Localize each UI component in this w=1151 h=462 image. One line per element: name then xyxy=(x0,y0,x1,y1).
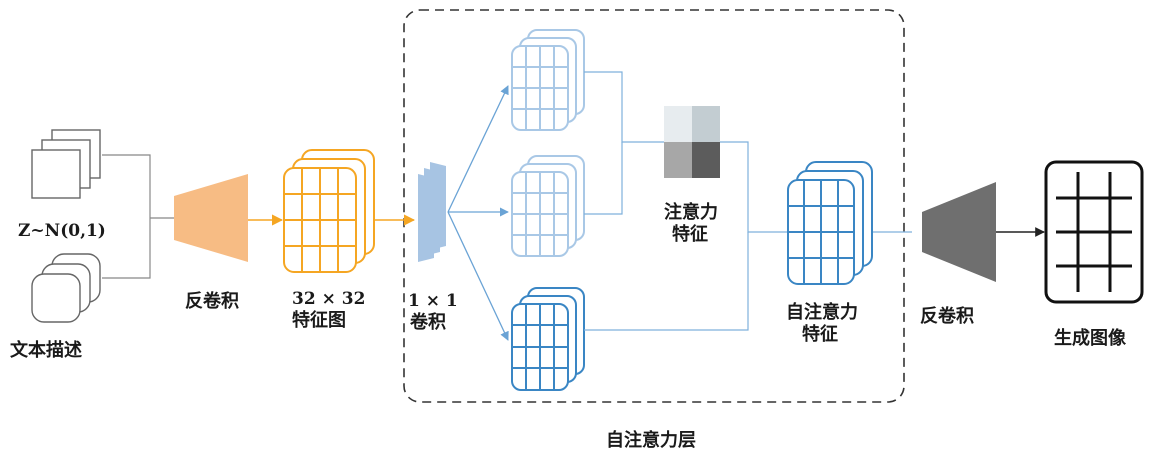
self-attention-feature-grid xyxy=(787,161,873,285)
noise-label: Z~N(0,1) xyxy=(18,221,106,241)
deconv-block-gray xyxy=(922,182,996,282)
query-feature-grid xyxy=(511,29,585,131)
input-connector xyxy=(102,154,176,279)
self-attention-feature-label-2: 特征 xyxy=(802,323,838,345)
generated-image-grid xyxy=(1044,160,1144,304)
noise-input-icon xyxy=(31,129,101,199)
value-feature-grid xyxy=(511,287,585,391)
self-attention-layer-caption: 自注意力层 xyxy=(606,429,696,451)
conv1x1-size-label: 1 × 1 xyxy=(408,291,458,311)
feature-map-label: 特征图 xyxy=(292,309,346,331)
attention-feature-label-1: 注意力 xyxy=(664,201,718,223)
feature-map-32x32 xyxy=(283,149,375,273)
conv1x1-label: 卷积 xyxy=(409,311,446,333)
deconv2-label: 反卷积 xyxy=(920,305,974,327)
branch-arrows xyxy=(447,85,509,341)
text-description-label: 文本描述 xyxy=(10,339,82,361)
attention-map xyxy=(664,106,720,178)
key-feature-grid xyxy=(511,155,585,257)
deconv1-label: 反卷积 xyxy=(185,290,239,312)
output-label: 生成图像 xyxy=(1054,327,1127,349)
self-attention-layer-box xyxy=(403,9,905,403)
conv1x1-block xyxy=(418,162,446,262)
attention-feature-label-2: 特征 xyxy=(672,223,708,245)
text-description-icon xyxy=(31,253,101,323)
self-attention-feature-label-1: 自注意力 xyxy=(786,301,858,323)
feature-map-size-label: 32 × 32 xyxy=(292,289,365,309)
deconv-block-orange xyxy=(174,174,248,262)
